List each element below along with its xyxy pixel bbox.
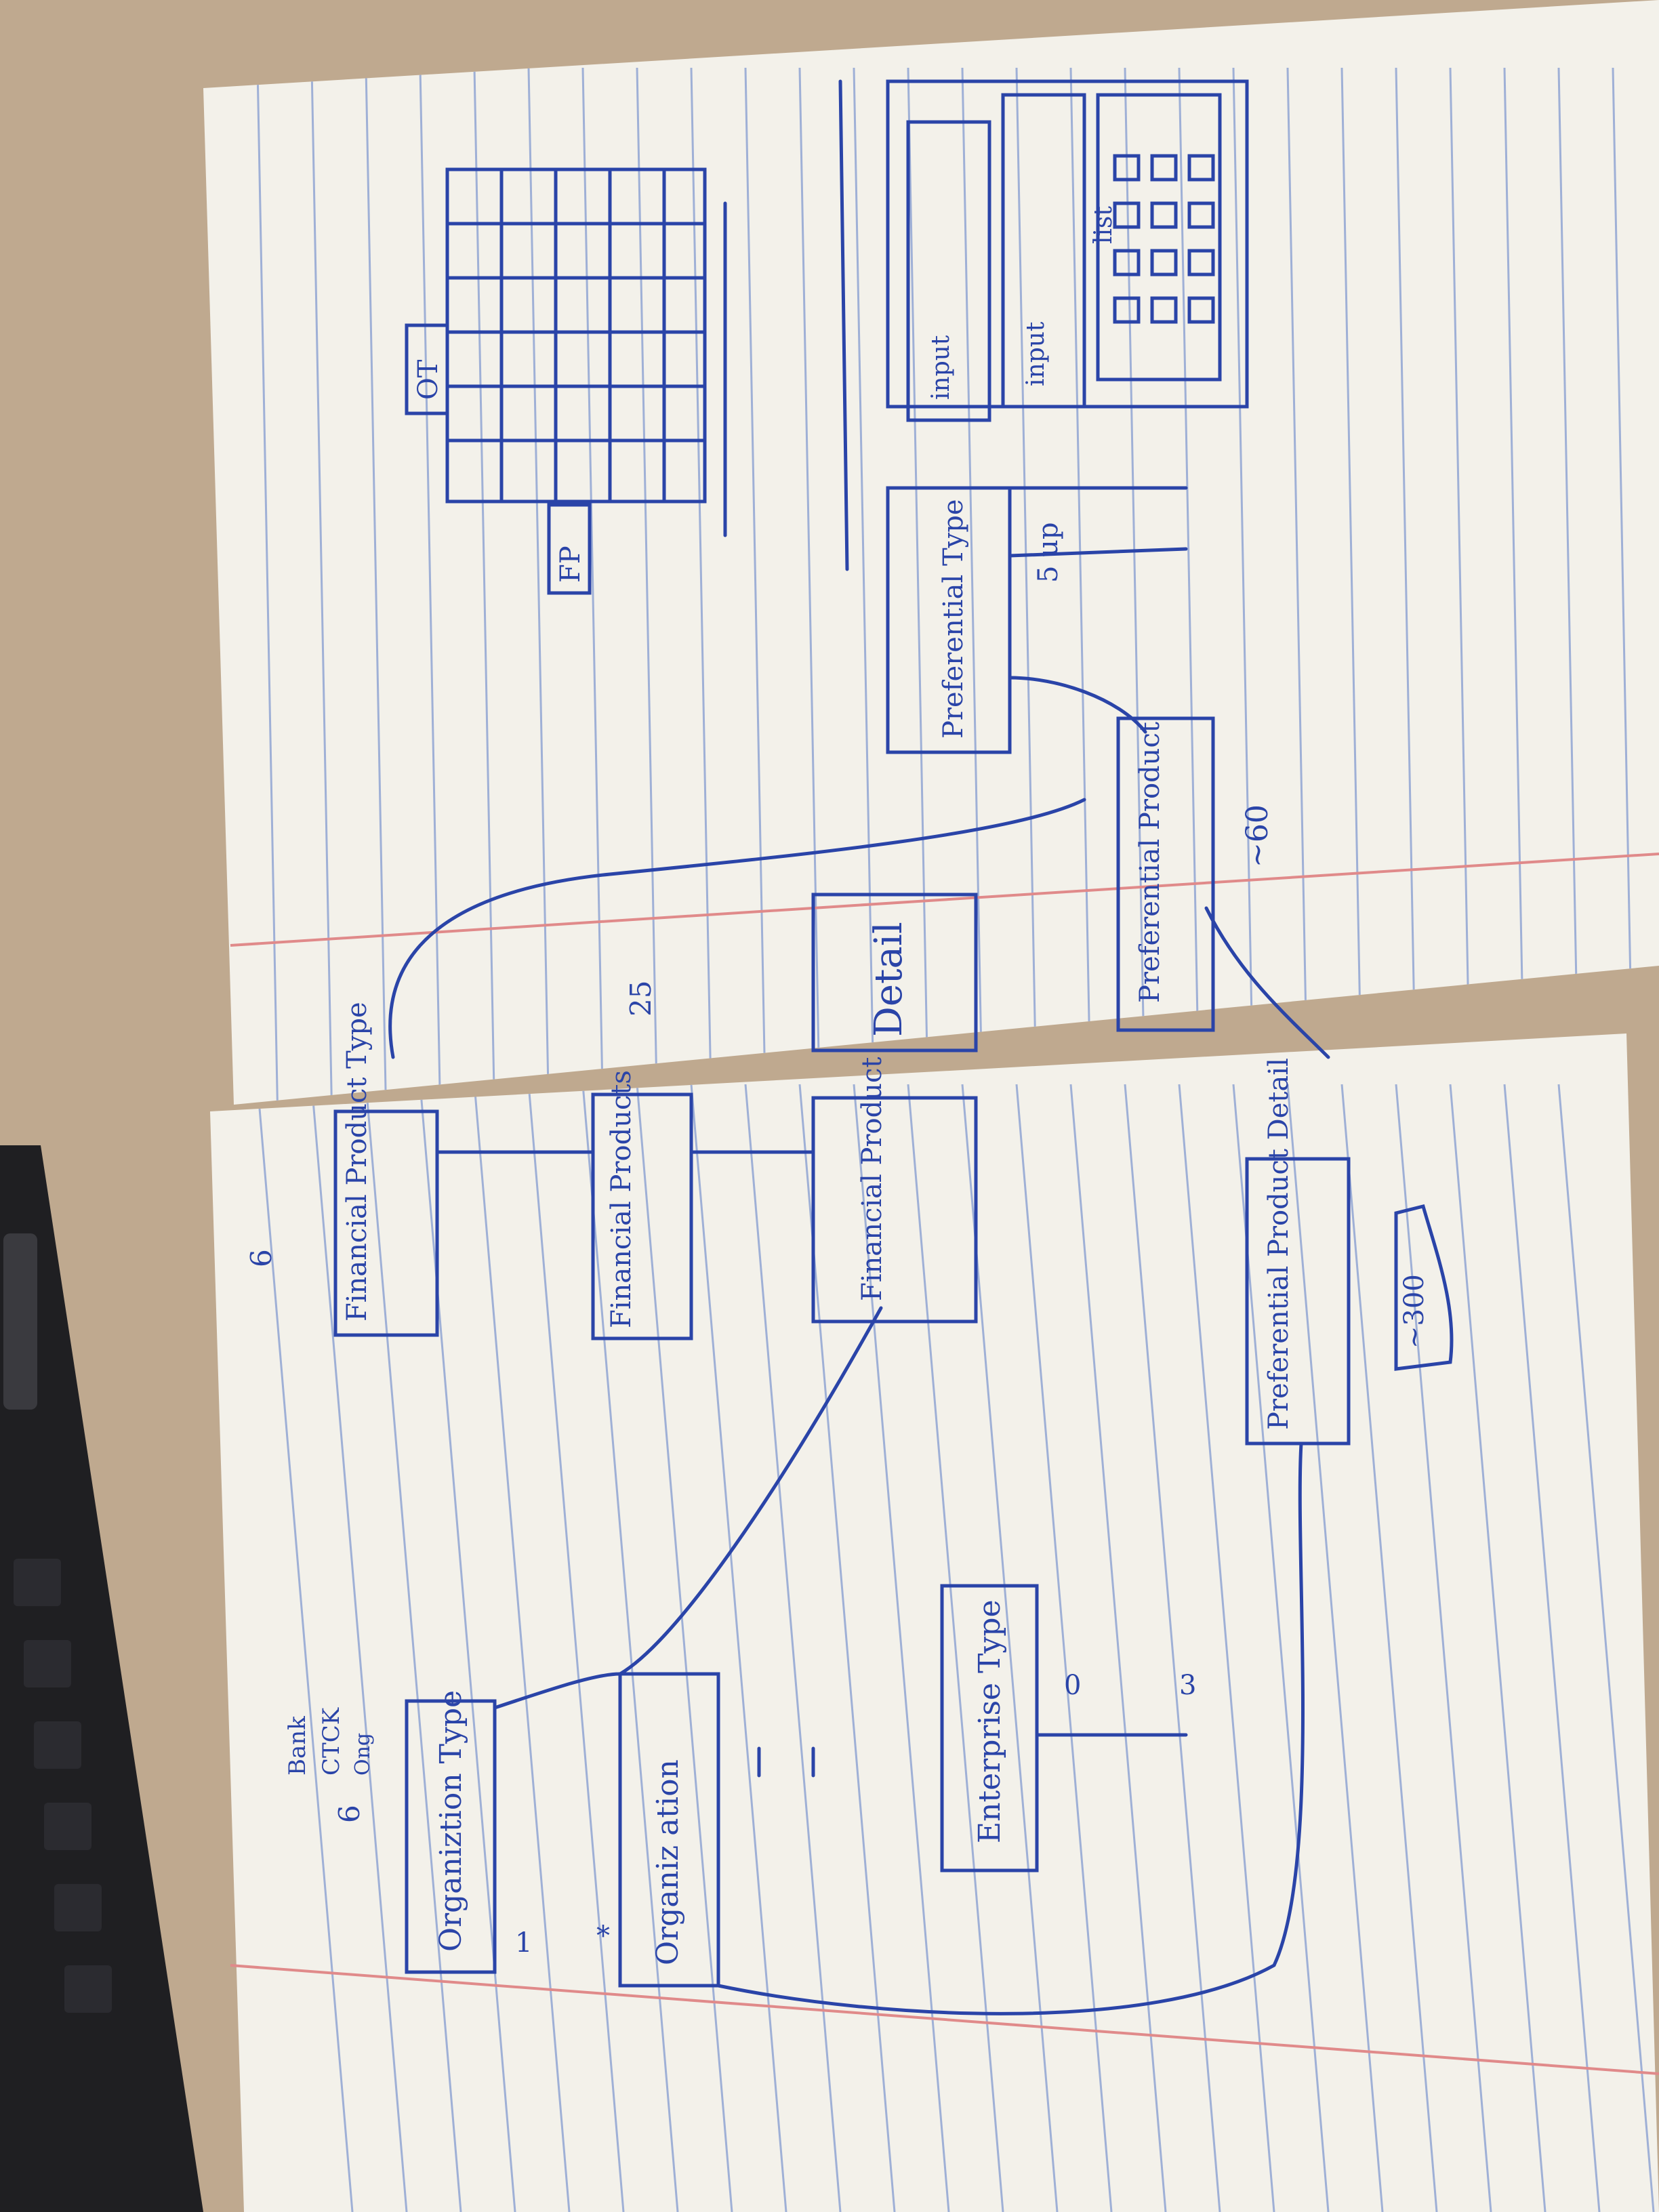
laptop-edge	[0, 1145, 203, 2212]
number-25-label: 25	[624, 981, 657, 1017]
list-checkbox-grid	[1113, 154, 1215, 324]
input2-field-box	[1001, 93, 1086, 409]
notebook-page-lower	[210, 1033, 1659, 2212]
enterprise-type-box	[940, 1584, 1039, 1872]
list-field-box	[1096, 93, 1222, 382]
fp-tag-box	[547, 503, 592, 595]
enterprise-type-label: Enterprise Type	[972, 1600, 1007, 1844]
financial-products-box	[591, 1092, 693, 1340]
organization-type-box	[405, 1699, 497, 1974]
cardinality-star-label: *	[596, 1921, 610, 1952]
laptop-logo-plate	[3, 1233, 37, 1410]
org-financial-relation-line	[493, 1306, 883, 1710]
organization-label: Organiz ation	[651, 1759, 685, 1965]
preferential-detail-count-box	[1394, 1204, 1454, 1371]
ptype-to-pproduct-line	[1008, 676, 1147, 734]
organization-type-label: Organiztion Type	[434, 1690, 468, 1952]
margin-line-lower	[230, 1964, 1659, 2075]
financial-products-label: Financial Products	[606, 1070, 637, 1328]
grid-table-lines	[445, 167, 707, 504]
pproduct-to-detail-line	[1204, 906, 1330, 1059]
approx-60-label: ~60	[1240, 804, 1275, 867]
preferential-product-label: Preferential Product	[1134, 722, 1166, 1003]
detail-box	[811, 893, 978, 1052]
organization-box	[618, 1672, 720, 1988]
org-values-lines	[757, 1746, 815, 1778]
preferential-product-box	[1116, 716, 1215, 1032]
financial-product-label: Financial Product	[857, 1057, 888, 1301]
ot-tag-label: OT	[413, 359, 444, 400]
ctck-label: CTCK	[318, 1707, 345, 1776]
preferential-product-detail-box	[1245, 1157, 1351, 1446]
cardinality-one-label: 1	[515, 1927, 532, 1959]
fp-tag-label: FP	[555, 546, 586, 583]
page-divider-lines	[723, 79, 849, 571]
enterprise-zero-label: 0	[1064, 1670, 1081, 1701]
number-6-label-lower: 6	[333, 1805, 366, 1823]
preferential-type-box	[886, 486, 1012, 754]
org-preferential-relation-line	[716, 1441, 1305, 2015]
margin-line-upper	[230, 853, 1659, 947]
input1-label: input	[927, 335, 955, 400]
number-6-label-upper: 6	[245, 1249, 278, 1267]
preferential-type-label: Preferential Type	[938, 499, 969, 739]
approx-300-label: ~300	[1399, 1274, 1430, 1349]
list-label: list	[1090, 205, 1118, 244]
bank-label: Bank	[284, 1716, 311, 1776]
financial-product-type-label: Financial Product Type	[342, 1002, 373, 1322]
preferential-product-detail-label: Preferential Product Detail	[1263, 1058, 1294, 1430]
financial-product-box	[811, 1096, 978, 1324]
input2-label: input	[1022, 321, 1050, 386]
five-up-label: 5 up	[1033, 522, 1064, 583]
financial-product-type-box	[333, 1109, 439, 1337]
ptype-values-lines	[1008, 486, 1188, 558]
laptop-keys	[14, 1559, 112, 2013]
ong-label: Ong	[351, 1733, 375, 1776]
fp-type-to-preferential-line	[388, 798, 1086, 1059]
ot-tag-box	[405, 323, 449, 415]
input1-field-box	[906, 120, 991, 422]
ruled-lines-upper	[256, 67, 1635, 1105]
enterprise-three-label: 3	[1179, 1670, 1196, 1701]
detail-label: Detail	[867, 922, 911, 1037]
